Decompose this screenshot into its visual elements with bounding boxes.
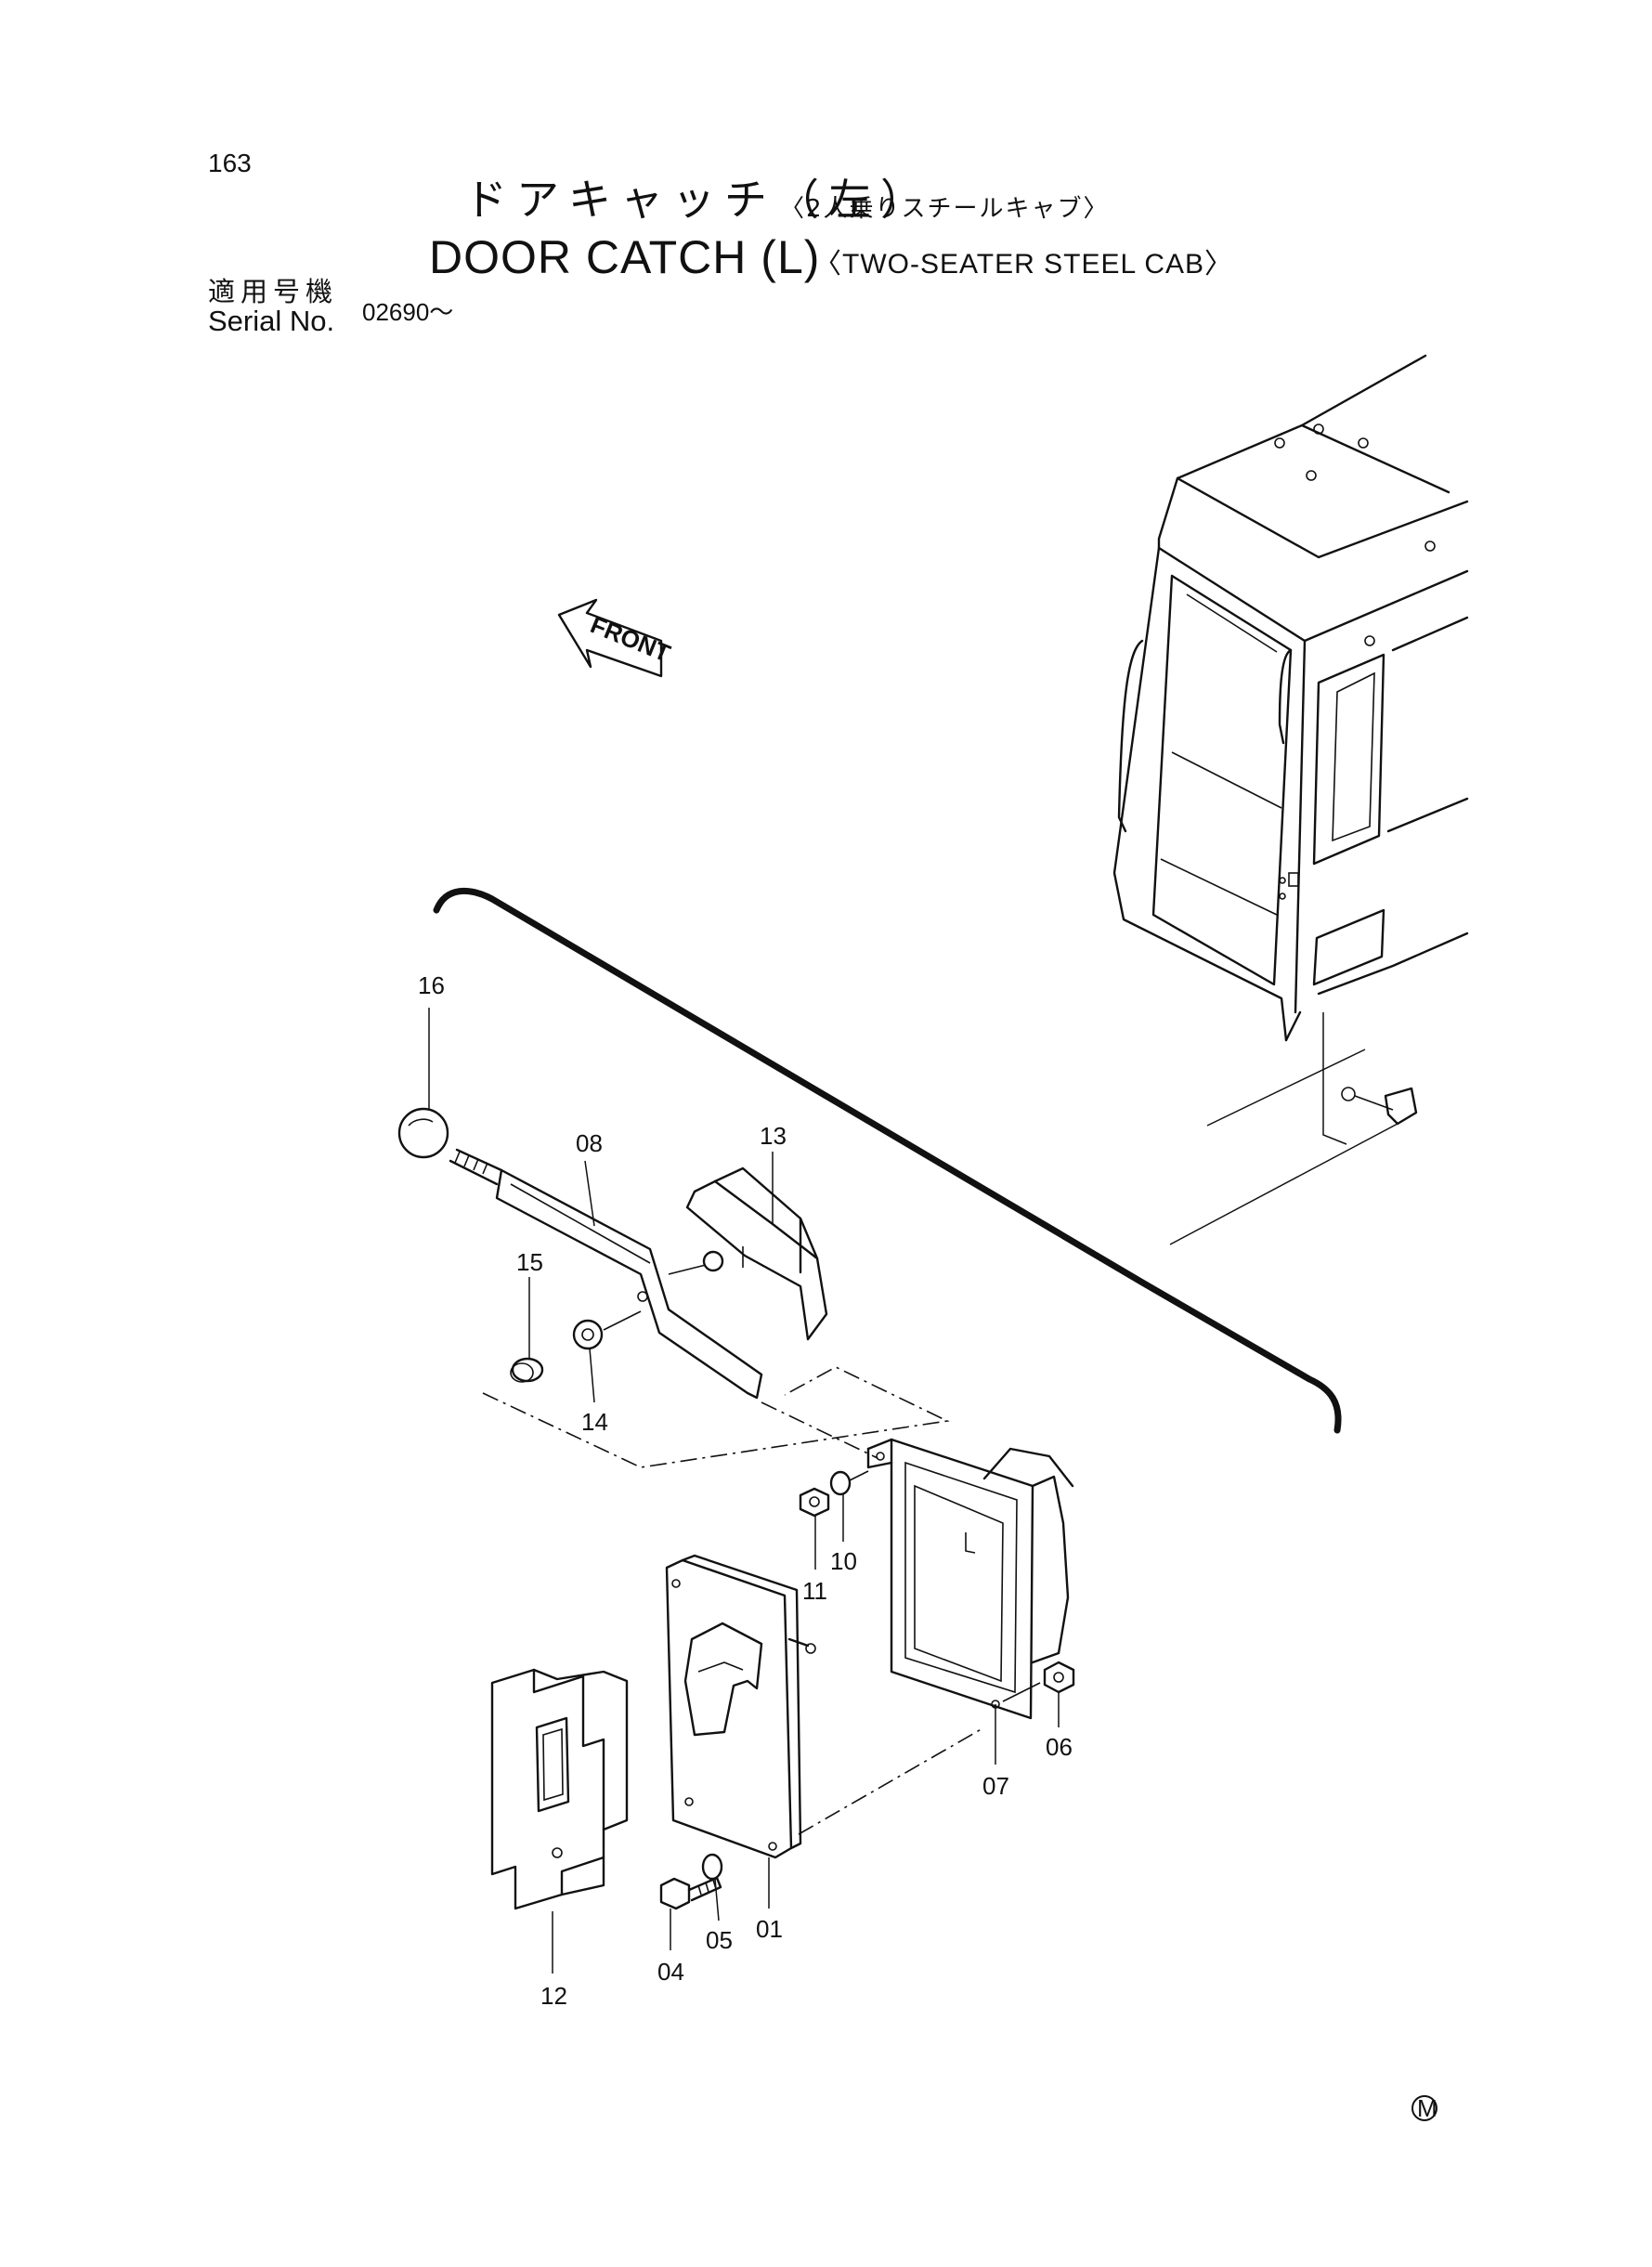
callout-06: 06 bbox=[1046, 1733, 1073, 1761]
part-13-bracket bbox=[668, 1152, 828, 1341]
front-label: FRONT bbox=[587, 610, 674, 667]
callout-15: 15 bbox=[516, 1248, 543, 1276]
part-06-nut bbox=[1002, 1661, 1075, 1727]
callout-01: 01 bbox=[756, 1915, 783, 1943]
callout-10: 10 bbox=[830, 1547, 857, 1575]
part-08-lever-rod bbox=[449, 1148, 763, 1400]
part-15-collar bbox=[510, 1277, 544, 1383]
title-japanese-note: 〈2人乗りスチールキャブ〉 bbox=[780, 195, 1110, 223]
part-07-catch-housing bbox=[866, 1438, 1074, 1765]
mark-letter: M bbox=[1417, 2094, 1437, 2122]
front-direction-arrow: FRONT bbox=[557, 598, 674, 678]
callout-13: 13 bbox=[760, 1122, 787, 1150]
detail-separation-line bbox=[433, 887, 1342, 1434]
title-english-note: 〈TWO-SEATER STEEL CAB〉 bbox=[813, 249, 1234, 280]
serial-label-english: Serial No. bbox=[208, 305, 335, 337]
serial-label-japanese: 適用号機 bbox=[208, 276, 339, 307]
part-10-washer bbox=[829, 1470, 869, 1542]
callout-16: 16 bbox=[418, 971, 445, 999]
title-japanese: ドアキャッチ（左） bbox=[464, 175, 932, 225]
callout-04: 04 bbox=[657, 1958, 684, 1986]
part-01-striker-plate bbox=[665, 1554, 985, 1909]
page-number: 163 bbox=[208, 149, 252, 177]
callout-08: 08 bbox=[576, 1129, 603, 1157]
callout-12: 12 bbox=[540, 1982, 567, 2010]
serial-number-value: 02690～ bbox=[362, 298, 454, 326]
callout-05: 05 bbox=[706, 1926, 733, 1954]
part-11-nut bbox=[799, 1487, 830, 1570]
callout-07: 07 bbox=[982, 1772, 1009, 1800]
part-16-knob bbox=[397, 1008, 449, 1159]
cab-overview-illustration bbox=[1112, 354, 1469, 1245]
part-12-pad bbox=[490, 1668, 629, 1974]
title-english: DOOR CATCH (L) bbox=[429, 231, 821, 283]
part-callouts: 16 08 13 15 14 10 11 06 07 01 05 04 12 bbox=[418, 971, 1073, 2010]
callout-11: 11 bbox=[802, 1577, 827, 1605]
manufacturer-mark: M bbox=[1411, 2094, 1437, 2122]
callout-14: 14 bbox=[581, 1408, 608, 1436]
part-05-washer bbox=[701, 1853, 723, 1922]
part-14-bushing bbox=[572, 1310, 642, 1403]
